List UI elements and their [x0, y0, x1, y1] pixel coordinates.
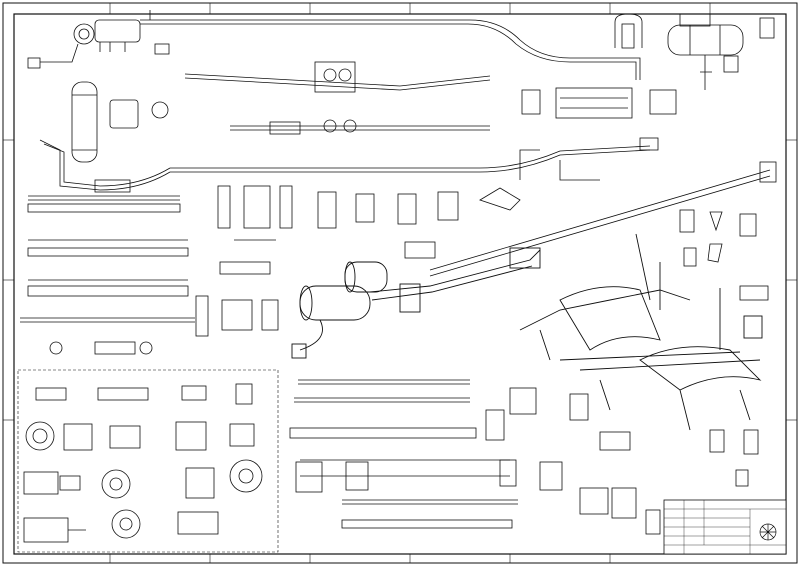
cable-assembly [184, 61, 491, 135]
left-profile-bars [20, 195, 195, 355]
tank-assembly [39, 81, 659, 193]
top-pipe-assembly [27, 10, 641, 80]
right-detail-views [679, 209, 769, 487]
detail-region [17, 369, 279, 553]
long-bars [289, 379, 563, 529]
inner-border [13, 13, 787, 555]
detail-views-middle [195, 185, 521, 337]
bottom-right-parts [485, 387, 661, 535]
drive-assembly [291, 247, 541, 359]
title-block [663, 499, 787, 555]
right-top-components [614, 13, 775, 90]
zone-ticks [3, 3, 797, 563]
title-block-logo-icon [759, 523, 777, 541]
mid-right-parts [429, 87, 777, 277]
seat-frame-assembly [519, 233, 763, 431]
